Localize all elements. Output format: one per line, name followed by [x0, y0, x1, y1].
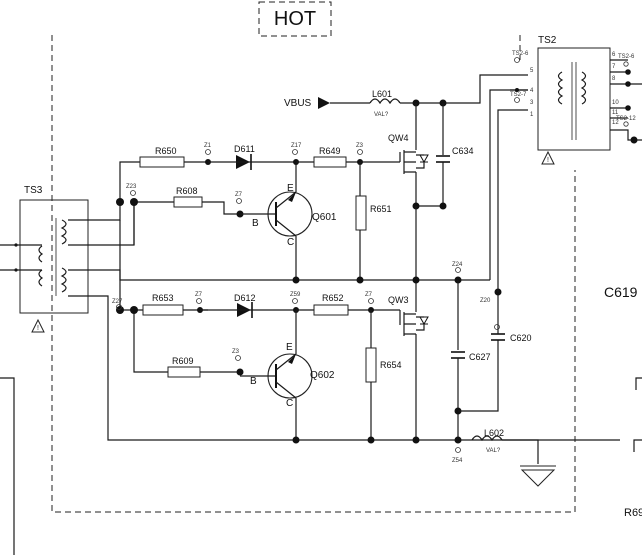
- svg-text:Z7: Z7: [365, 292, 373, 298]
- resistor-r608: [173, 196, 203, 208]
- svg-text:L601: L601: [372, 89, 392, 99]
- testpoint-z1-icon: [205, 149, 211, 155]
- svg-text:Z1: Z1: [204, 143, 212, 149]
- svg-text:!: !: [547, 157, 549, 164]
- svg-text:Z54: Z54: [452, 458, 463, 464]
- vbus-label: VBUS: [284, 98, 312, 109]
- warning-triangle-icon: [31, 318, 45, 333]
- svg-text:C: C: [286, 398, 293, 409]
- svg-text:Q602: Q602: [310, 370, 335, 381]
- svg-text:R651: R651: [370, 204, 392, 214]
- svg-text:B: B: [250, 376, 257, 387]
- svg-text:R654: R654: [380, 360, 402, 370]
- r650-label: R650: [155, 146, 177, 156]
- testpoint-z27: Z27: [112, 299, 123, 310]
- ground-icon: [520, 469, 556, 487]
- inductor-l601: [369, 98, 401, 105]
- svg-text:TS2-7: TS2-7: [510, 92, 527, 98]
- svg-text:C: C: [287, 237, 294, 248]
- hot-zone-boundary: [51, 35, 576, 513]
- c634-label: C634: [452, 146, 474, 156]
- svg-text:VAL?: VAL?: [486, 448, 501, 454]
- c619-partial-label: C619: [604, 284, 638, 300]
- transformer-ts3: TS3 !: [0, 185, 95, 333]
- resistor-r649: [313, 156, 347, 168]
- testpoint-z23: Z23: [126, 184, 137, 196]
- svg-text:Z3: Z3: [232, 349, 240, 355]
- svg-text:R649: R649: [319, 146, 341, 156]
- mosfet-qw3: QW3: [388, 295, 429, 440]
- resistor-r650: [139, 156, 185, 168]
- svg-text:TS2-6: TS2-6: [618, 54, 635, 60]
- svg-text:R652: R652: [322, 293, 344, 303]
- svg-text:QW3: QW3: [388, 295, 409, 305]
- warning-triangle-icon-ts2: [541, 150, 555, 165]
- svg-text:Z7: Z7: [195, 292, 203, 298]
- svg-text:Z7: Z7: [235, 192, 243, 198]
- c627-label: C627: [469, 352, 491, 362]
- svg-text:Z59: Z59: [290, 292, 301, 298]
- svg-text:R609: R609: [172, 356, 194, 366]
- svg-text:11: 11: [612, 110, 619, 116]
- svg-text:L602: L602: [484, 428, 504, 438]
- svg-text:5: 5: [530, 68, 534, 74]
- diode-d611: D611: [234, 144, 255, 170]
- svg-text:Z20: Z20: [480, 298, 491, 304]
- svg-text:12: 12: [612, 120, 619, 126]
- transformer-ts2: TS2 5 4 3 1 6 7 8 10 11 12 !: [530, 35, 619, 165]
- ts3-label: TS3: [24, 185, 43, 196]
- resistor-r609: [167, 366, 201, 378]
- diode-d612: D612: [234, 293, 256, 318]
- resistor-r652: [313, 304, 349, 316]
- hot-label-box: [258, 1, 332, 37]
- svg-text:6: 6: [612, 52, 616, 58]
- svg-text:1: 1: [530, 112, 534, 118]
- svg-text:Z27: Z27: [112, 299, 123, 305]
- transistor-q602: B E C Q602: [240, 338, 335, 440]
- svg-text:8: 8: [612, 76, 616, 82]
- svg-text:D611: D611: [234, 144, 255, 154]
- svg-text:Z3: Z3: [356, 143, 364, 149]
- svg-text:4: 4: [530, 88, 534, 94]
- svg-text:QW4: QW4: [388, 133, 409, 143]
- resistor-r651: [355, 195, 367, 231]
- svg-text:E: E: [287, 183, 294, 194]
- svg-text:Z23: Z23: [126, 184, 137, 190]
- mosfet-qw4: QW4: [388, 103, 429, 206]
- r69-partial-label: R69: [624, 507, 642, 519]
- transistor-q601: B E C Q601: [240, 183, 337, 280]
- svg-text:VAL?: VAL?: [374, 112, 389, 118]
- inductor-l602: [471, 435, 503, 442]
- svg-text:TS2-12: TS2-12: [616, 116, 636, 122]
- c620-label: C620: [510, 333, 532, 343]
- svg-text:10: 10: [612, 100, 619, 106]
- svg-text:D612: D612: [234, 293, 256, 303]
- vbus-arrow-icon: [318, 97, 330, 109]
- svg-text:R653: R653: [152, 293, 174, 303]
- svg-text:7: 7: [612, 64, 616, 70]
- svg-text:Z24: Z24: [452, 262, 463, 268]
- svg-text:TS2-6: TS2-6: [512, 51, 529, 57]
- svg-text:Z17: Z17: [291, 143, 302, 149]
- hot-zone-label: HOT: [274, 8, 316, 30]
- ts2-label: TS2: [538, 35, 557, 46]
- svg-text:!: !: [37, 325, 39, 332]
- svg-text:E: E: [286, 342, 293, 353]
- svg-text:Q601: Q601: [312, 212, 337, 223]
- svg-text:3: 3: [530, 100, 534, 106]
- svg-text:B: B: [252, 218, 259, 229]
- resistor-r654: [365, 347, 377, 383]
- resistor-r653: [142, 304, 184, 316]
- svg-text:R608: R608: [176, 186, 198, 196]
